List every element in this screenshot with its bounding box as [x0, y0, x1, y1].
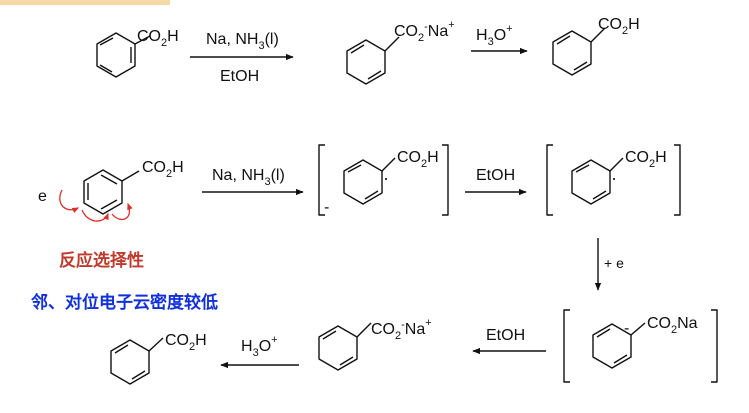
- product-carboxyl-label: CO2H: [598, 16, 640, 37]
- second-electron-label: + e: [604, 255, 624, 271]
- dihydro-carboxylate-structure: [346, 36, 400, 85]
- radical-anion-carboxyl-label: CO2H: [397, 149, 439, 170]
- electron-label: e: [38, 188, 47, 205]
- reagent-label-bottom: EtOH: [220, 68, 259, 85]
- carbanion-minus: -: [624, 320, 629, 337]
- electron-density-note: 邻、对位电子云密度较低: [31, 293, 218, 313]
- radical-anion-structure: [343, 157, 396, 205]
- radical-anion-dot: ·: [383, 168, 389, 188]
- final-carboxyl-label: CO2H: [165, 332, 207, 353]
- row2-ethanol-label: EtOH: [476, 167, 515, 184]
- carbanion-structure: [592, 322, 646, 369]
- carbanion-brackets: [563, 309, 718, 383]
- electron-push-arrows: [59, 189, 133, 222]
- final-product-structure: [110, 337, 164, 385]
- salt-carboxyl-label: CO2-Na+: [394, 19, 455, 44]
- row3-ethanol-label: EtOH: [486, 327, 525, 344]
- carbanion-carboxyl-label: CO2Na: [647, 315, 698, 336]
- benzoic-acid-structure: [96, 32, 151, 78]
- row3-salt-carboxyl-label: CO2-Na+: [371, 317, 432, 342]
- radical-anion-brackets: [318, 144, 449, 216]
- row2-reagent-label: Na, NH3(l): [212, 167, 285, 188]
- benzoic-acid-electron-attack: [83, 169, 140, 215]
- radical-brackets: [546, 144, 681, 216]
- selectivity-note: 反应选择性: [59, 251, 144, 271]
- cropped-heading-fragment: [0, 0, 170, 5]
- start-carboxyl-label: CO2H: [137, 28, 179, 49]
- acid-label: H3O+: [476, 23, 513, 48]
- row2-start-carboxyl-label: CO2H: [142, 159, 184, 180]
- radical-anion-minus: -: [324, 199, 329, 216]
- radical-dot: ·: [611, 168, 617, 188]
- row3-carboxylate-structure: [318, 322, 372, 371]
- radical-carboxyl-label: CO2H: [625, 149, 667, 170]
- cyclohexadienyl-radical-structure: [571, 157, 624, 205]
- reagent-label-top: Na, NH3(l): [206, 31, 279, 52]
- row3-acid-label: H3O+: [241, 334, 278, 359]
- dihydrobenzoic-acid-structure: [552, 27, 606, 76]
